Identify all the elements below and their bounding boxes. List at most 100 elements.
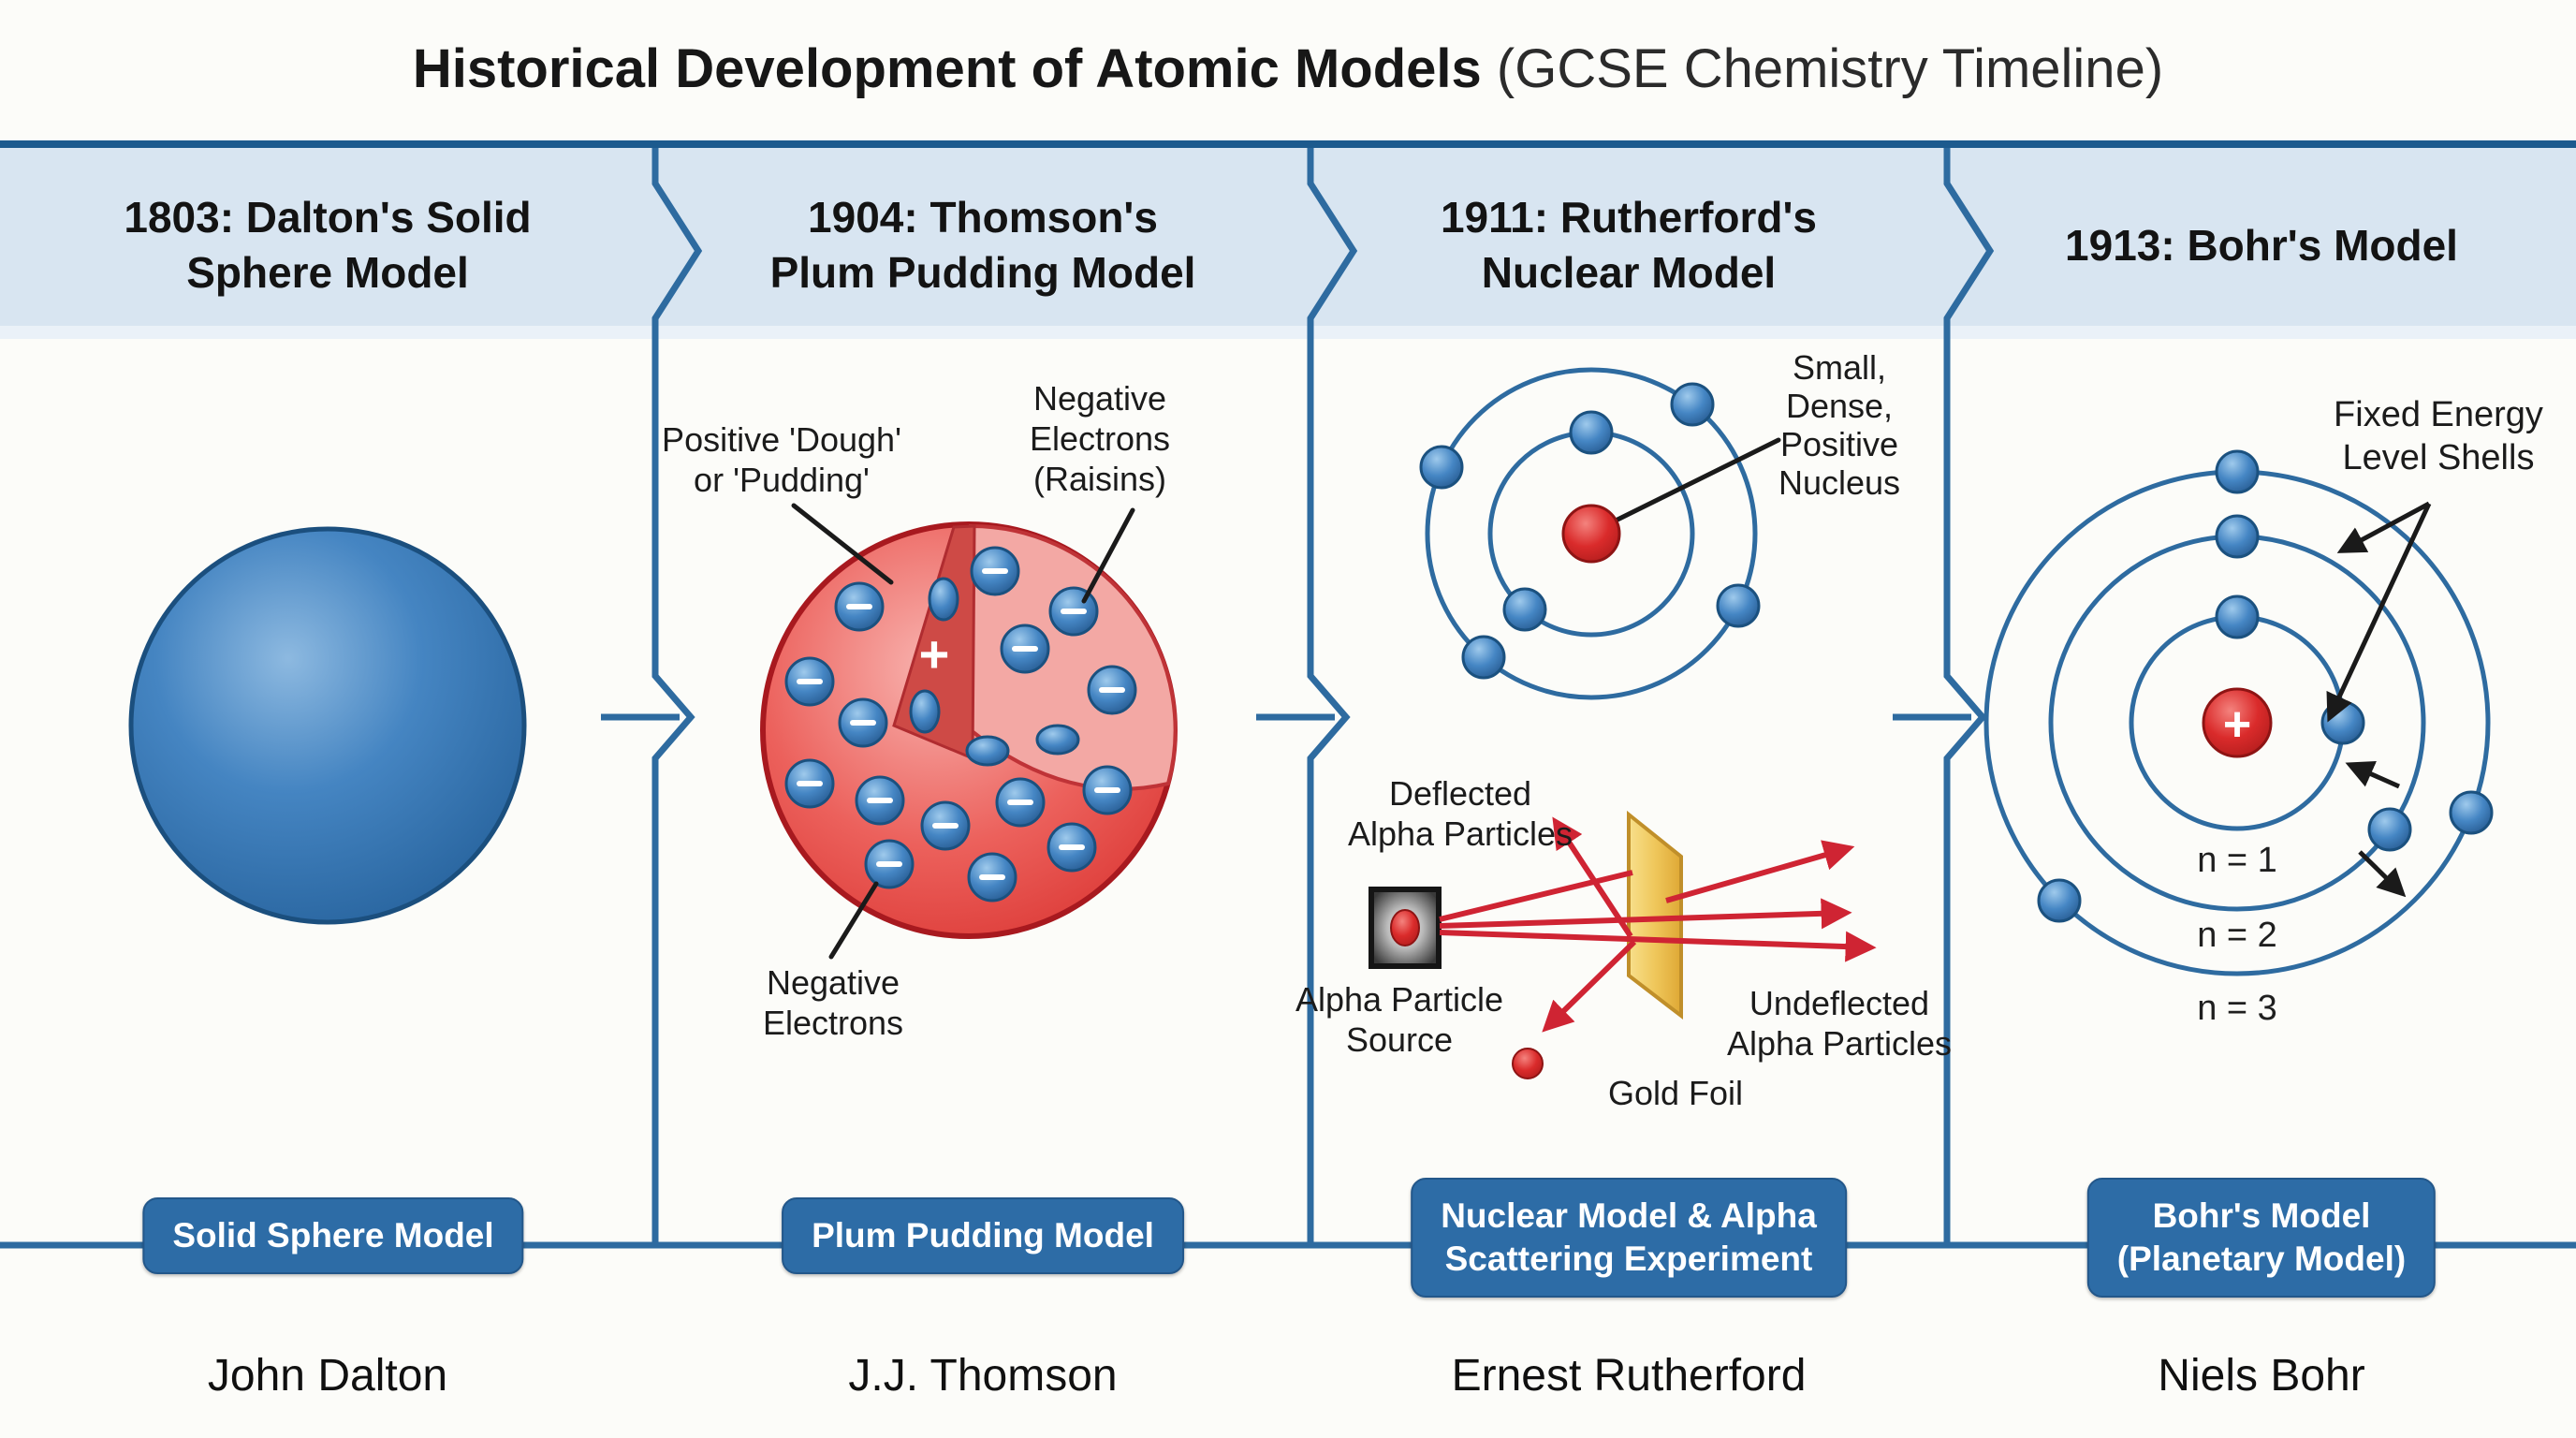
label-line: (Raisins) — [1032, 460, 1167, 498]
label-negative-electrons: Negative Electrons — [763, 962, 903, 1043]
button-label: Bohr's Model — [2152, 1196, 2371, 1235]
transition-arrows — [2345, 760, 2407, 898]
electron — [784, 758, 835, 809]
electron — [1000, 624, 1050, 674]
label-n1: n = 1 — [2197, 841, 2277, 880]
timeline-band-fade — [0, 326, 2576, 339]
header-line: Nuclear Model — [1481, 248, 1777, 297]
panel-header-bohr: 1913: Bohr's Model — [2065, 218, 2458, 273]
divider-3 — [1943, 148, 1995, 1245]
label-line: Undeflected — [1749, 984, 1930, 1022]
label-positive-dough: Positive 'Dough' or 'Pudding' — [662, 419, 901, 500]
header-line: Sphere Model — [186, 248, 469, 297]
shell-pointer-arrows — [2326, 501, 2432, 723]
divider-1 — [651, 148, 703, 1245]
page-title-main: Historical Development of Atomic Models — [412, 38, 1482, 99]
alpha-particle — [1390, 909, 1420, 946]
label-undeflected-alpha: Undeflected Alpha Particles — [1727, 983, 1952, 1064]
label-line: Alpha Particles — [1347, 814, 1573, 853]
scientist-name-bohr: Niels Bohr — [2158, 1351, 2365, 1401]
label-line: Fixed Energy — [2334, 395, 2543, 434]
electron — [855, 775, 905, 826]
scientist-name-rutherford: Ernest Rutherford — [1451, 1351, 1807, 1401]
button-plum-pudding-model[interactable]: Plum Pudding Model — [782, 1197, 1184, 1274]
button-nuclear-model[interactable]: Nuclear Model & Alpha Scattering Experim… — [1411, 1178, 1847, 1298]
inner-electrons — [909, 577, 1080, 767]
electrons — [1419, 382, 1761, 680]
panel-header-dalton: 1803: Dalton's Solid Sphere Model — [124, 190, 531, 301]
label-line: Negative — [1032, 379, 1167, 418]
label-line: Positive — [1779, 425, 1899, 463]
positive-charge-symbol: + — [919, 624, 950, 683]
timeline-band — [0, 148, 2576, 326]
header-line: 1904: Thomson's — [808, 193, 1158, 242]
label-line: Dense, — [1785, 387, 1894, 425]
label-n3: n = 3 — [2197, 989, 2277, 1028]
electron — [834, 581, 885, 632]
nucleus — [2202, 687, 2273, 758]
panel-dividers — [601, 148, 1995, 1245]
button-label: Plum Pudding Model — [812, 1216, 1154, 1255]
label-gold-foil: Gold Foil — [1607, 1074, 1744, 1112]
label-leader-lines — [791, 503, 1135, 960]
cutaway-inner-surface — [969, 523, 1178, 791]
header-line: 1911: Rutherford's — [1440, 193, 1818, 242]
thomson-atom: + — [760, 503, 1178, 960]
button-label: Nuclear Model & Alpha — [1441, 1196, 1817, 1235]
bohr-atom: + — [1983, 449, 2494, 976]
button-solid-sphere-model[interactable]: Solid Sphere Model — [142, 1197, 524, 1274]
label-deflected-alpha: Deflected Alpha Particles — [1348, 773, 1573, 854]
electron — [1082, 765, 1133, 815]
scattering-experiment — [1368, 810, 1877, 1079]
button-label: (Planetary Model) — [2116, 1240, 2407, 1278]
button-label: Solid Sphere Model — [172, 1216, 494, 1255]
label-n2: n = 2 — [2197, 916, 2277, 955]
label-line: or 'Pudding' — [694, 461, 870, 499]
header-line: 1803: Dalton's Solid — [124, 193, 532, 242]
nucleus-leader-line — [1609, 437, 1781, 525]
header-line: Plum Pudding Model — [769, 248, 1196, 297]
panel-header-rutherford: 1911: Rutherford's Nuclear Model — [1441, 190, 1817, 301]
scientist-name-dalton: John Dalton — [207, 1351, 448, 1401]
label-line: Level Shells — [2342, 438, 2535, 477]
electron — [970, 546, 1020, 596]
electrons — [2037, 449, 2494, 923]
panel-header-thomson: 1904: Thomson's Plum Pudding Model — [770, 190, 1196, 301]
label-negative-electrons-raisins: Negative Electrons (Raisins) — [1030, 378, 1170, 499]
timeline-band-top-border — [0, 140, 2576, 148]
electron — [1048, 586, 1099, 637]
electron — [920, 800, 971, 851]
label-line: Deflected — [1388, 774, 1532, 813]
electron — [995, 777, 1046, 828]
label-line: Source — [1345, 1020, 1454, 1059]
electron — [864, 839, 915, 889]
button-label: Scattering Experiment — [1444, 1240, 1813, 1278]
electron — [784, 656, 835, 707]
label-alpha-source: Alpha Particle Source — [1295, 979, 1503, 1060]
scientist-name-thomson: J.J. Thomson — [848, 1351, 1118, 1401]
page-title-suffix: (GCSE Chemistry Timeline) — [1481, 38, 2164, 99]
button-bohrs-model[interactable]: Bohr's Model (Planetary Model) — [2086, 1178, 2437, 1298]
label-line: Alpha Particle — [1295, 980, 1504, 1019]
label-fixed-energy-shells: Fixed Energy Level Shells — [2334, 393, 2543, 479]
alpha-rays — [1439, 816, 1877, 1033]
page-title: Historical Development of Atomic Models … — [413, 37, 2163, 100]
nucleus — [1561, 504, 1621, 564]
label-line: Positive 'Dough' — [662, 420, 901, 459]
electrons — [784, 546, 1137, 902]
label-line: Nucleus — [1778, 463, 1901, 502]
outer-orbit — [1425, 367, 1758, 700]
electron — [967, 852, 1017, 902]
electron — [838, 697, 888, 748]
label-line: Electrons — [1029, 419, 1171, 458]
label-line: Negative — [766, 963, 900, 1002]
gold-foil — [1627, 810, 1683, 1020]
deflected-alpha-particle — [1512, 1048, 1544, 1079]
label-line: Alpha Particles — [1726, 1024, 1953, 1063]
nucleus-positive-symbol: + — [2223, 697, 2251, 752]
rutherford-atom — [1419, 367, 1781, 700]
divider-2 — [1307, 148, 1358, 1245]
dalton-sphere — [128, 526, 527, 925]
header-line: 1913: Bohr's Model — [2065, 221, 2458, 270]
label-nucleus: Small, Dense, Positive Nucleus — [1778, 348, 1900, 502]
